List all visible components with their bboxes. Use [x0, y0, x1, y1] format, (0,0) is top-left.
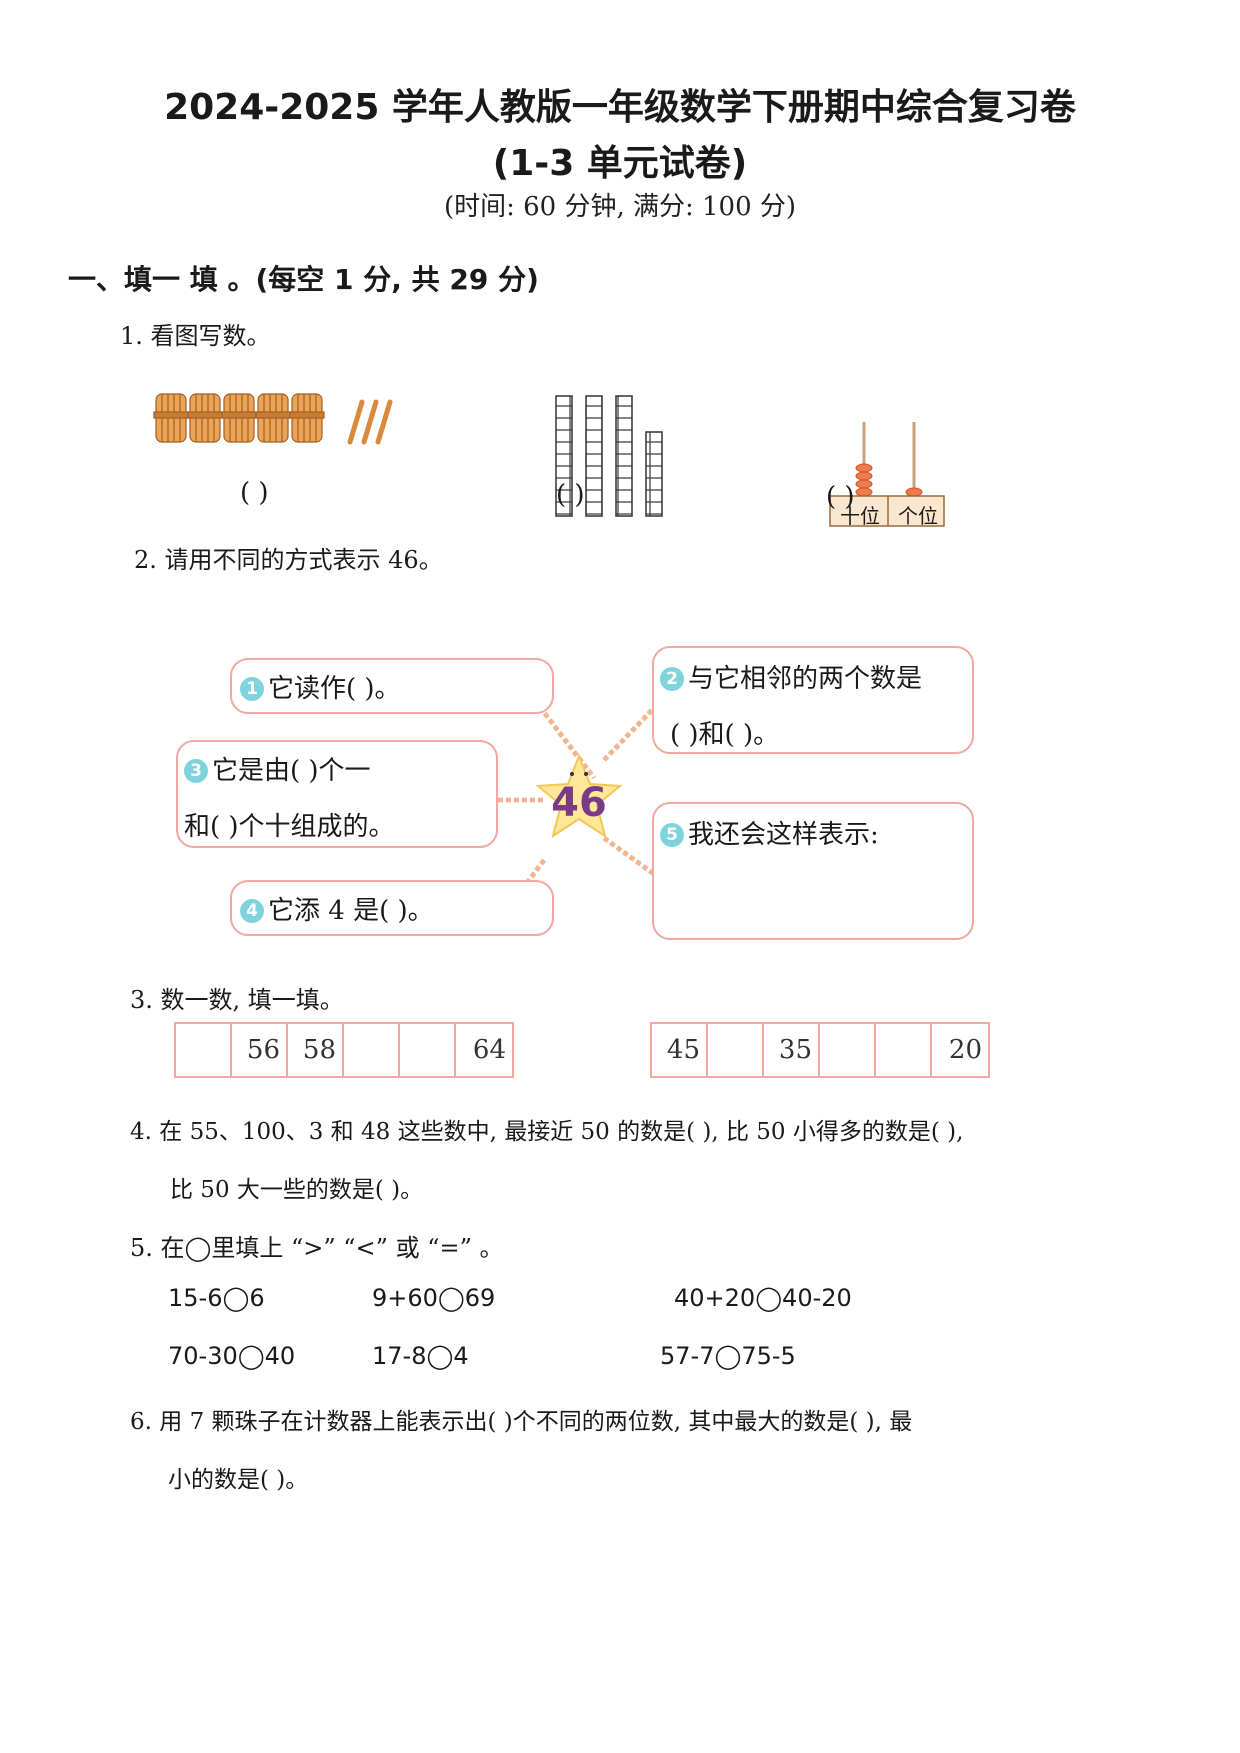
abacus-tens-label: 十位	[840, 504, 880, 528]
page-subtitle: (1-3 单元试卷)	[492, 143, 748, 184]
answer-blank-1b[interactable]: ( )	[556, 480, 585, 510]
answer-blank-1c[interactable]: ( )	[826, 482, 855, 512]
badge-5: 5	[660, 823, 684, 847]
number-sequence-2: 45 35 20	[650, 1022, 990, 1078]
seq1-cell[interactable]	[400, 1024, 456, 1076]
question-4-line-1[interactable]: 4. 在 55、100、3 和 48 这些数中, 最接近 50 的数是( ), …	[130, 1119, 964, 1145]
question-4-line-2[interactable]: 比 50 大一些的数是( )。	[170, 1177, 424, 1203]
box-neighbors	[652, 646, 974, 754]
box-3-label[interactable]: 它是由( )个一	[212, 756, 371, 786]
compare-item[interactable]: 15-6◯6	[168, 1284, 265, 1312]
question-1-prompt: 1. 看图写数。	[120, 322, 271, 350]
badge-3: 3	[184, 759, 208, 783]
seq1-cell[interactable]	[176, 1024, 232, 1076]
box-add-four	[230, 880, 554, 936]
answer-blank-1a[interactable]: ( )	[240, 478, 269, 508]
badge-1: 1	[240, 677, 264, 701]
question-3-prompt: 3. 数一数, 填一填。	[130, 986, 344, 1014]
badge-2: 2	[660, 667, 684, 691]
box-composition	[176, 740, 498, 848]
seq2-cell[interactable]	[820, 1024, 876, 1076]
stick-bundles-image	[153, 393, 393, 445]
seq1-cell: 58	[288, 1024, 344, 1076]
center-number: 46	[551, 780, 607, 826]
seq1-cell: 64	[472, 1035, 506, 1065]
exam-meta: (时间: 60 分钟, 满分: 100 分)	[443, 192, 797, 222]
question-6-line-1[interactable]: 6. 用 7 颗珠子在计数器上能表示出( )个不同的两位数, 其中最大的数是( …	[130, 1409, 913, 1435]
box-reads-as	[230, 658, 554, 714]
compare-item[interactable]: 17-8◯4	[372, 1342, 469, 1370]
box-4-label[interactable]: 它添 4 是( )。	[268, 896, 434, 926]
base-ten-blocks-image	[555, 395, 663, 517]
abacus-image	[829, 422, 945, 527]
box-2-label: 与它相邻的两个数是	[688, 664, 923, 694]
box-3-line-2[interactable]: 和( )个十组成的。	[184, 812, 395, 842]
compare-item[interactable]: 57-7◯75-5	[660, 1342, 796, 1370]
seq2-cell: 20	[948, 1035, 982, 1065]
seq1-cell[interactable]	[344, 1024, 400, 1076]
seq2-cell: 45	[652, 1024, 708, 1076]
box-2-line-2[interactable]: ( )和( )。	[670, 720, 780, 750]
number-sequence-1: 56 58 64	[174, 1022, 514, 1078]
section-heading: 一、填一 填 。(每空 1 分, 共 29 分)	[68, 263, 539, 296]
seq1-cell: 56	[232, 1024, 288, 1076]
box-1-label[interactable]: 它读作( )。	[268, 674, 401, 704]
question-6-line-2[interactable]: 小的数是( )。	[168, 1467, 309, 1493]
question-2-prompt: 2. 请用不同的方式表示 46。	[134, 546, 443, 574]
question-5-prompt: 5. 在◯里填上 “>” “<” 或 “=” 。	[130, 1234, 504, 1262]
seq2-cell[interactable]	[876, 1024, 932, 1076]
seq2-cell: 35	[764, 1024, 820, 1076]
box-other-ways[interactable]	[652, 802, 974, 940]
seq2-cell[interactable]	[708, 1024, 764, 1076]
compare-item[interactable]: 40+20◯40-20	[674, 1284, 852, 1312]
page-title: 2024-2025 学年人教版一年级数学下册期中综合复习卷	[164, 87, 1076, 128]
badge-4: 4	[240, 899, 264, 923]
star-46-badge	[535, 753, 623, 839]
abacus-ones-label: 个位	[898, 504, 938, 528]
compare-item[interactable]: 70-30◯40	[168, 1342, 296, 1370]
compare-item[interactable]: 9+60◯69	[372, 1284, 496, 1312]
box-5-label: 我还会这样表示:	[688, 820, 879, 850]
